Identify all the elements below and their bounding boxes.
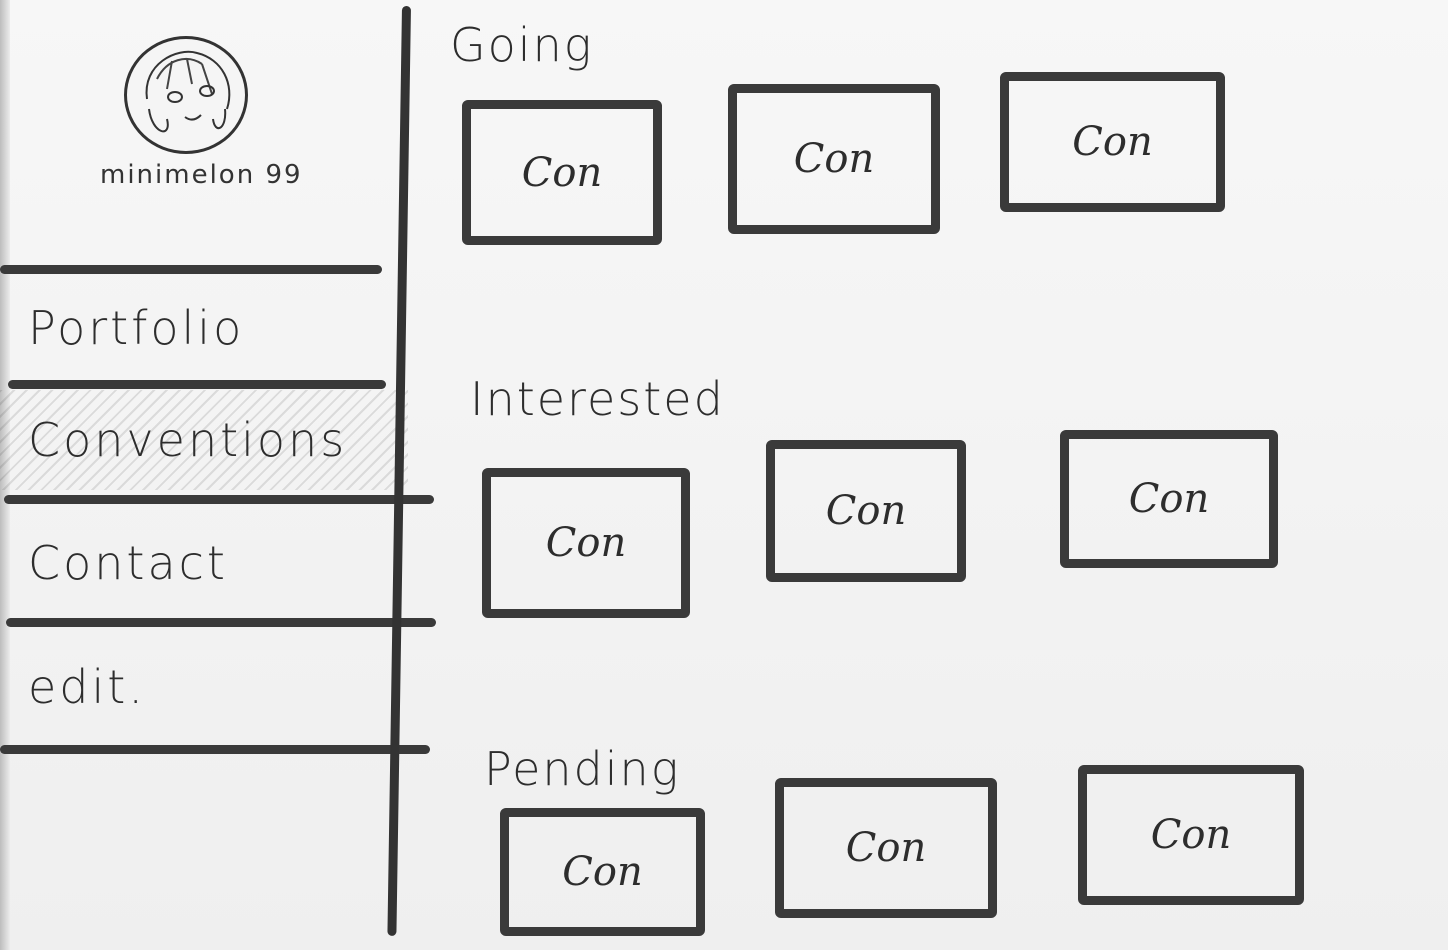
sidebar: minimelon 99 Portfolio Conventions Conta… xyxy=(0,0,436,950)
con-card[interactable]: Con xyxy=(500,808,705,936)
con-card[interactable]: Con xyxy=(1078,765,1304,905)
nav-item-portfolio[interactable]: Portfolio xyxy=(0,278,408,378)
con-card[interactable]: Con xyxy=(1060,430,1278,568)
con-card[interactable]: Con xyxy=(462,100,662,245)
con-card[interactable]: Con xyxy=(766,440,966,582)
con-card[interactable]: Con xyxy=(775,778,997,918)
con-card-label: Con xyxy=(562,849,643,895)
section-title-going: Going xyxy=(450,18,594,72)
nav-item-label: Portfolio xyxy=(28,301,245,355)
con-card-label: Con xyxy=(1128,476,1210,522)
con-card[interactable]: Con xyxy=(728,84,940,234)
con-card-label: Con xyxy=(825,488,907,534)
con-card-label: Con xyxy=(1150,812,1232,858)
section-title-interested: Interested xyxy=(470,372,725,426)
nav-divider xyxy=(8,380,386,389)
username: minimelon 99 xyxy=(100,160,303,190)
nav-divider xyxy=(0,265,382,274)
nav-item-edit[interactable]: edit. xyxy=(0,632,408,742)
con-card-label: Con xyxy=(845,825,927,871)
nav-item-conventions[interactable]: Conventions xyxy=(0,390,408,490)
con-card-label: Con xyxy=(545,520,627,566)
section-title-pending: Pending xyxy=(484,742,681,796)
nav-item-contact[interactable]: Contact xyxy=(0,508,408,618)
con-card[interactable]: Con xyxy=(482,468,690,618)
nav-item-label: Contact xyxy=(28,536,228,590)
nav-item-label: Conventions xyxy=(28,413,348,467)
con-card-label: Con xyxy=(1072,119,1153,165)
nav-item-label: edit. xyxy=(28,660,146,714)
nav-divider xyxy=(0,745,430,754)
page-edge xyxy=(0,0,10,950)
avatar[interactable] xyxy=(124,36,248,154)
nav-divider xyxy=(6,618,436,627)
nav-divider xyxy=(4,495,434,504)
avatar-face-icon xyxy=(145,50,231,133)
con-card[interactable]: Con xyxy=(1000,72,1225,212)
con-card-label: Con xyxy=(793,136,875,182)
con-card-label: Con xyxy=(521,149,603,196)
